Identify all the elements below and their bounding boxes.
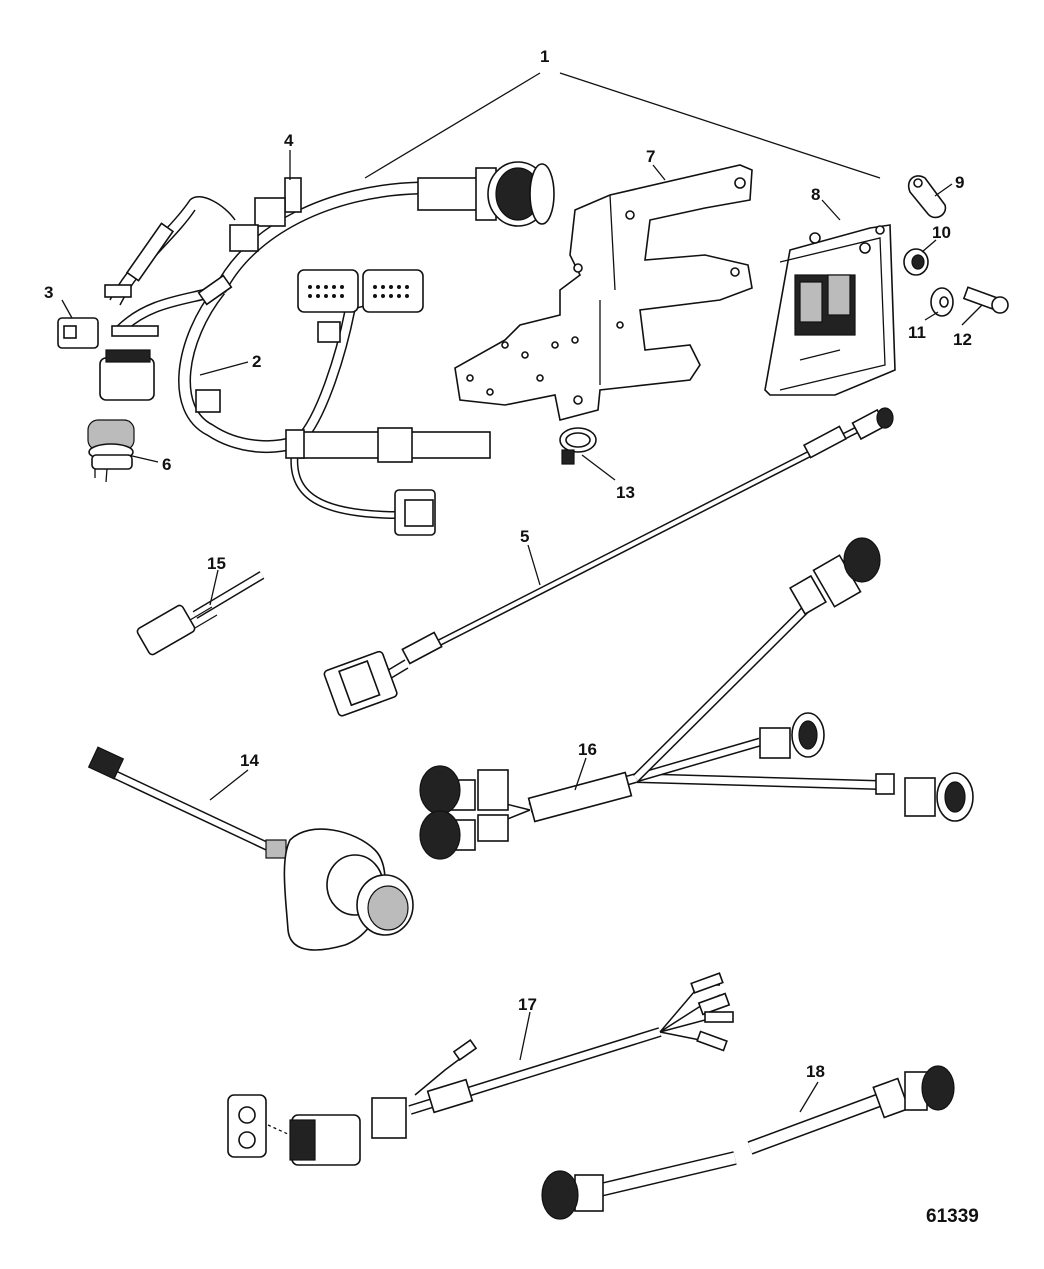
part-17-switch-harness	[227, 972, 734, 1166]
part-5-extension-harness	[323, 407, 894, 717]
part-6-cap	[87, 419, 135, 483]
leader-lines-1	[364, 72, 881, 179]
part-15-pigtail	[136, 571, 265, 656]
part-11-washer	[930, 287, 954, 317]
part-9-clip	[907, 175, 947, 219]
leader-lines	[61, 150, 983, 1113]
part-16-y-harness	[419, 537, 974, 860]
callout-4: 4	[284, 131, 294, 150]
callout-9: 9	[955, 173, 964, 192]
callout-3: 3	[44, 283, 53, 302]
callouts: 1 2 3 4 5 6 7 8 9 10 11 12 13 14 15 16 1…	[44, 47, 979, 1227]
callout-5: 5	[520, 527, 529, 546]
part-7-bracket	[454, 164, 753, 421]
callout-10: 10	[932, 223, 951, 242]
part-8-control-module	[764, 224, 896, 396]
part-13-clamp	[559, 427, 597, 465]
callout-6: 6	[162, 455, 171, 474]
callout-13: 13	[616, 483, 635, 502]
figure-number: 61339	[926, 1206, 979, 1227]
callout-12: 12	[953, 330, 972, 349]
part-14-ignition-switch	[87, 746, 414, 951]
part-10-grommet	[903, 248, 929, 276]
callout-7: 7	[646, 147, 655, 166]
part-18-extension-cable	[541, 1065, 955, 1220]
callout-15: 15	[207, 554, 226, 573]
callout-1: 1	[540, 47, 549, 66]
callout-17: 17	[518, 995, 537, 1014]
callout-16: 16	[578, 740, 597, 759]
callout-11: 11	[908, 323, 926, 342]
callout-2: 2	[252, 352, 261, 371]
callout-8: 8	[811, 185, 820, 204]
callout-18: 18	[806, 1062, 825, 1081]
main-wiring-harness	[57, 161, 555, 536]
callout-14: 14	[240, 751, 259, 770]
part-12-screw	[962, 286, 1009, 314]
